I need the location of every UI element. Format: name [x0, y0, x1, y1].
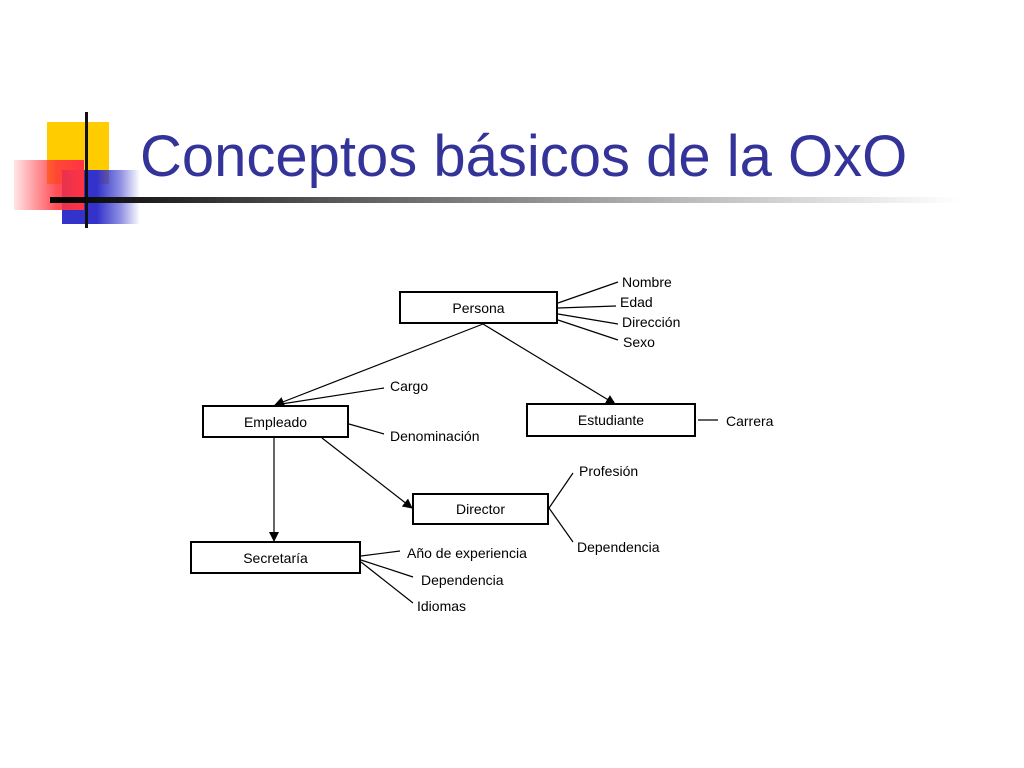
- connector-empleado-cargo: [274, 387, 385, 406]
- connector-persona-edad: [557, 305, 617, 309]
- slide-title: Conceptos básicos de la OxO: [140, 124, 908, 189]
- attribute-sexo: Sexo: [623, 334, 655, 350]
- class-box-director: Director: [412, 493, 549, 525]
- connector-secretaria-anio: [360, 550, 401, 557]
- class-box-empleado: Empleado: [202, 405, 349, 438]
- class-box-estudiante: Estudiante: [526, 403, 696, 437]
- attribute-dependencia-director: Dependencia: [577, 539, 660, 555]
- attribute-cargo: Cargo: [390, 378, 429, 394]
- attribute-dependencia-secretaria: Dependencia: [421, 572, 504, 588]
- title-underline: [50, 197, 960, 203]
- attribute-profesion: Profesión: [579, 463, 639, 479]
- connector-secretaria-idiomas: [360, 561, 414, 604]
- class-label-director: Director: [455, 501, 505, 517]
- connector-director-profesion: [548, 472, 574, 509]
- attribute-idiomas: Idiomas: [417, 598, 467, 614]
- arrow-persona-empleado: [274, 323, 484, 407]
- attribute-direccion: Dirección: [622, 314, 681, 330]
- connector-persona-sexo: [557, 319, 619, 341]
- attribute-nombre: Nombre: [622, 274, 672, 290]
- arrow-empleado-director: [321, 437, 413, 509]
- class-box-secretaria: Secretaría: [190, 541, 361, 574]
- connector-persona-nombre: [557, 281, 619, 304]
- attribute-carrera: Carrera: [726, 413, 774, 429]
- connector-secretaria-dependencia: [360, 559, 414, 578]
- class-label-empleado: Empleado: [243, 413, 308, 430]
- connector-empleado-denominacion: [348, 423, 385, 435]
- attribute-denominacion: Denominación: [390, 428, 480, 444]
- class-box-persona: Persona: [399, 291, 558, 324]
- attribute-anio-experiencia: Año de experiencia: [407, 545, 527, 561]
- connector-director-dependencia: [548, 507, 574, 543]
- decoration-vertical-line: [85, 112, 88, 228]
- class-label-estudiante: Estudiante: [577, 412, 645, 428]
- arrow-persona-estudiante: [482, 323, 616, 405]
- class-label-secretaria: Secretaría: [243, 549, 308, 566]
- connector-persona-direccion: [557, 313, 619, 325]
- class-label-persona: Persona: [452, 299, 505, 316]
- attribute-edad: Edad: [620, 294, 653, 310]
